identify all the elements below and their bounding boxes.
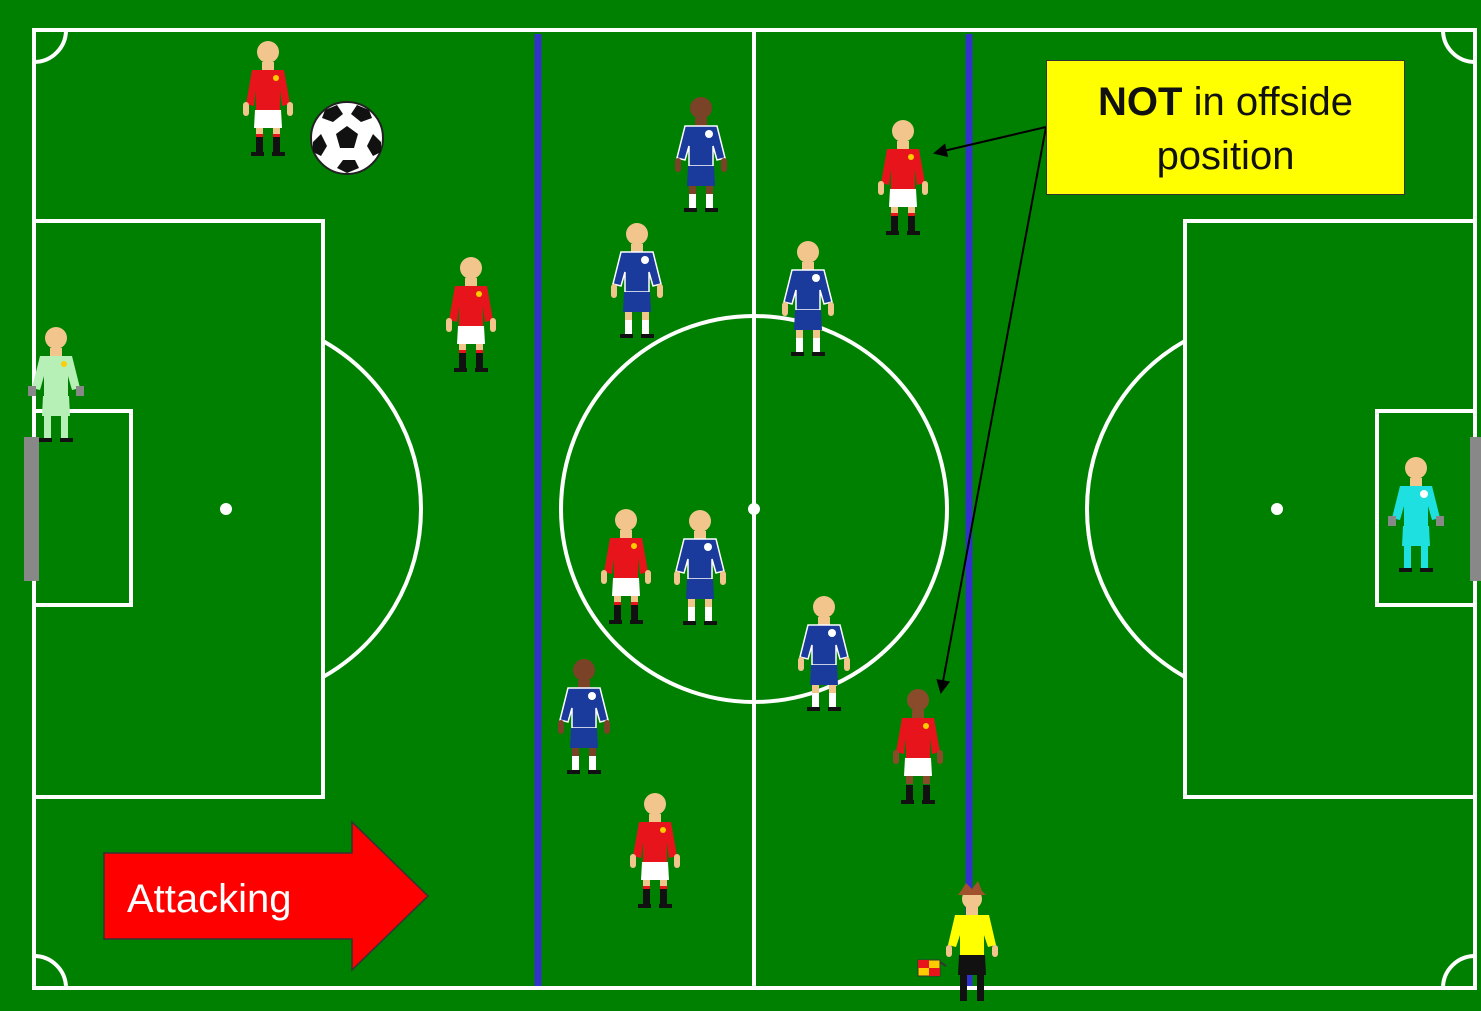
soccer-ball-icon [311,102,383,174]
centre-spot [748,503,760,515]
right-penalty-spot [1271,503,1283,515]
right-goal [1470,437,1481,581]
callout-text-line2: position [1157,134,1295,178]
attacking-label: Attacking [107,868,352,930]
not-offside-callout: NOT in offside position [1046,60,1405,195]
left-goal [24,437,39,581]
callout-bold-text: NOT [1098,80,1182,124]
callout-text-line1: in offside [1182,80,1353,124]
left-penalty-spot [220,503,232,515]
